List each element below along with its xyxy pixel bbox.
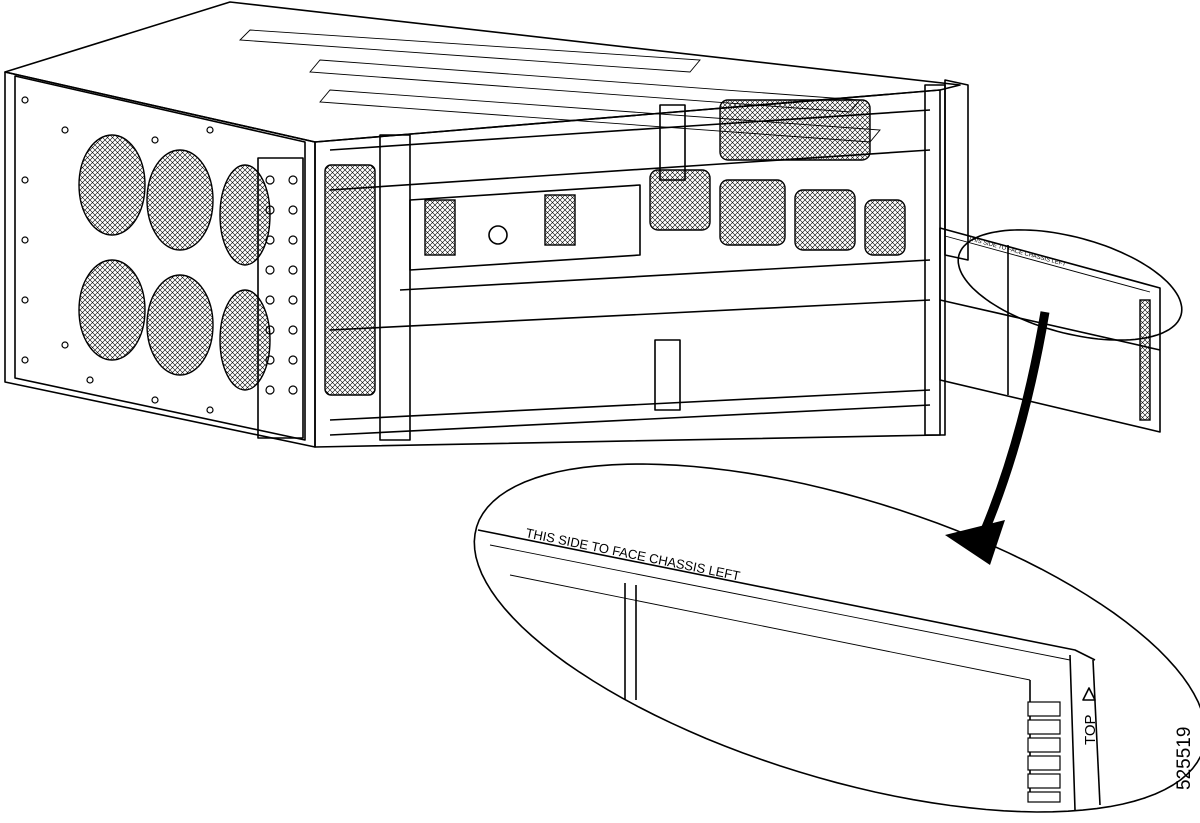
callout-ellipse-large xyxy=(473,463,1200,813)
chassis xyxy=(4,1,969,448)
callout-arrow xyxy=(945,311,1050,565)
figure-id: 525519 xyxy=(1174,727,1195,790)
detail-view: TOP THIS SIDE TO FACE CHASSIS LEFT xyxy=(473,463,1200,813)
top-marking: TOP xyxy=(1082,714,1099,745)
callout-ellipse-small xyxy=(957,229,1183,341)
filter-label-detail: THIS SIDE TO FACE CHASSIS LEFT xyxy=(524,525,741,583)
filter-label-small: THIS SIDE TO FACE CHASSIS LEFT xyxy=(967,236,1066,268)
